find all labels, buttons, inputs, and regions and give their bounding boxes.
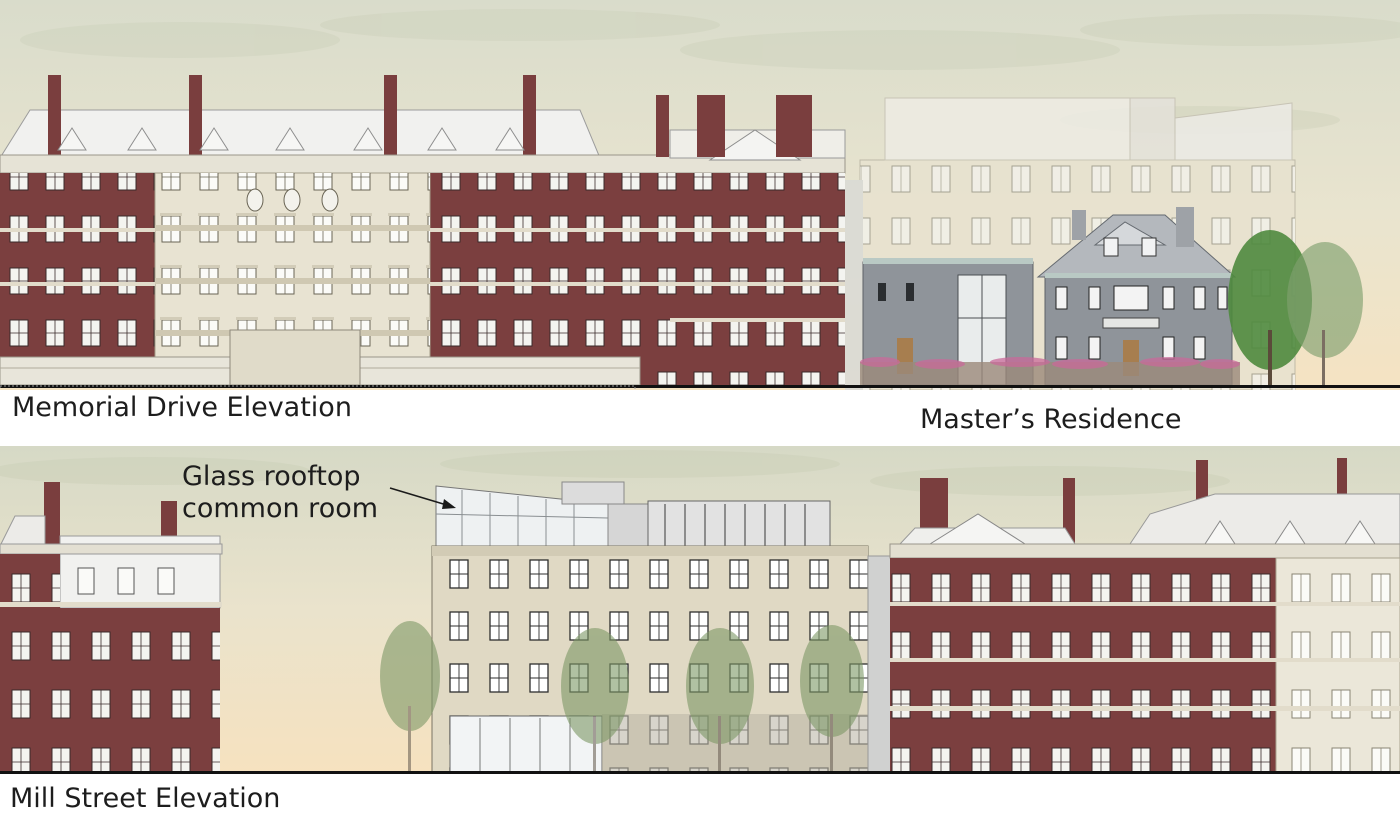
ground-line-top [0,385,1400,388]
memorial-drive-elevation-svg [0,0,1400,390]
memorial-drive-main-building [0,75,846,386]
mill-street-left-building [0,482,223,774]
masters-residence-building [860,207,1240,386]
terrace-outline [0,385,636,390]
street-trees [380,621,864,774]
new-residential-building [431,481,893,774]
memorial-drive-elevation-label: Memorial Drive Elevation [12,392,352,423]
glass-rooftop-callout: Glass rooftop common room [182,461,378,525]
ground-line-bottom [0,771,1400,774]
mill-street-elevation-drawing [0,446,1400,774]
mill-street-elevation-label: Mill Street Elevation [10,783,281,814]
glass-rooftop-callout-line2: common room [182,493,379,524]
mill-street-right-building [889,458,1400,774]
glass-rooftop-leader-arrow [389,487,456,509]
masters-residence-label: Master’s Residence [920,404,1182,435]
memorial-drive-elevation-drawing [0,0,1400,390]
trees-right [1228,230,1363,385]
mill-street-elevation-svg [0,446,1400,774]
glass-rooftop-callout-line1: Glass rooftop [182,461,361,492]
